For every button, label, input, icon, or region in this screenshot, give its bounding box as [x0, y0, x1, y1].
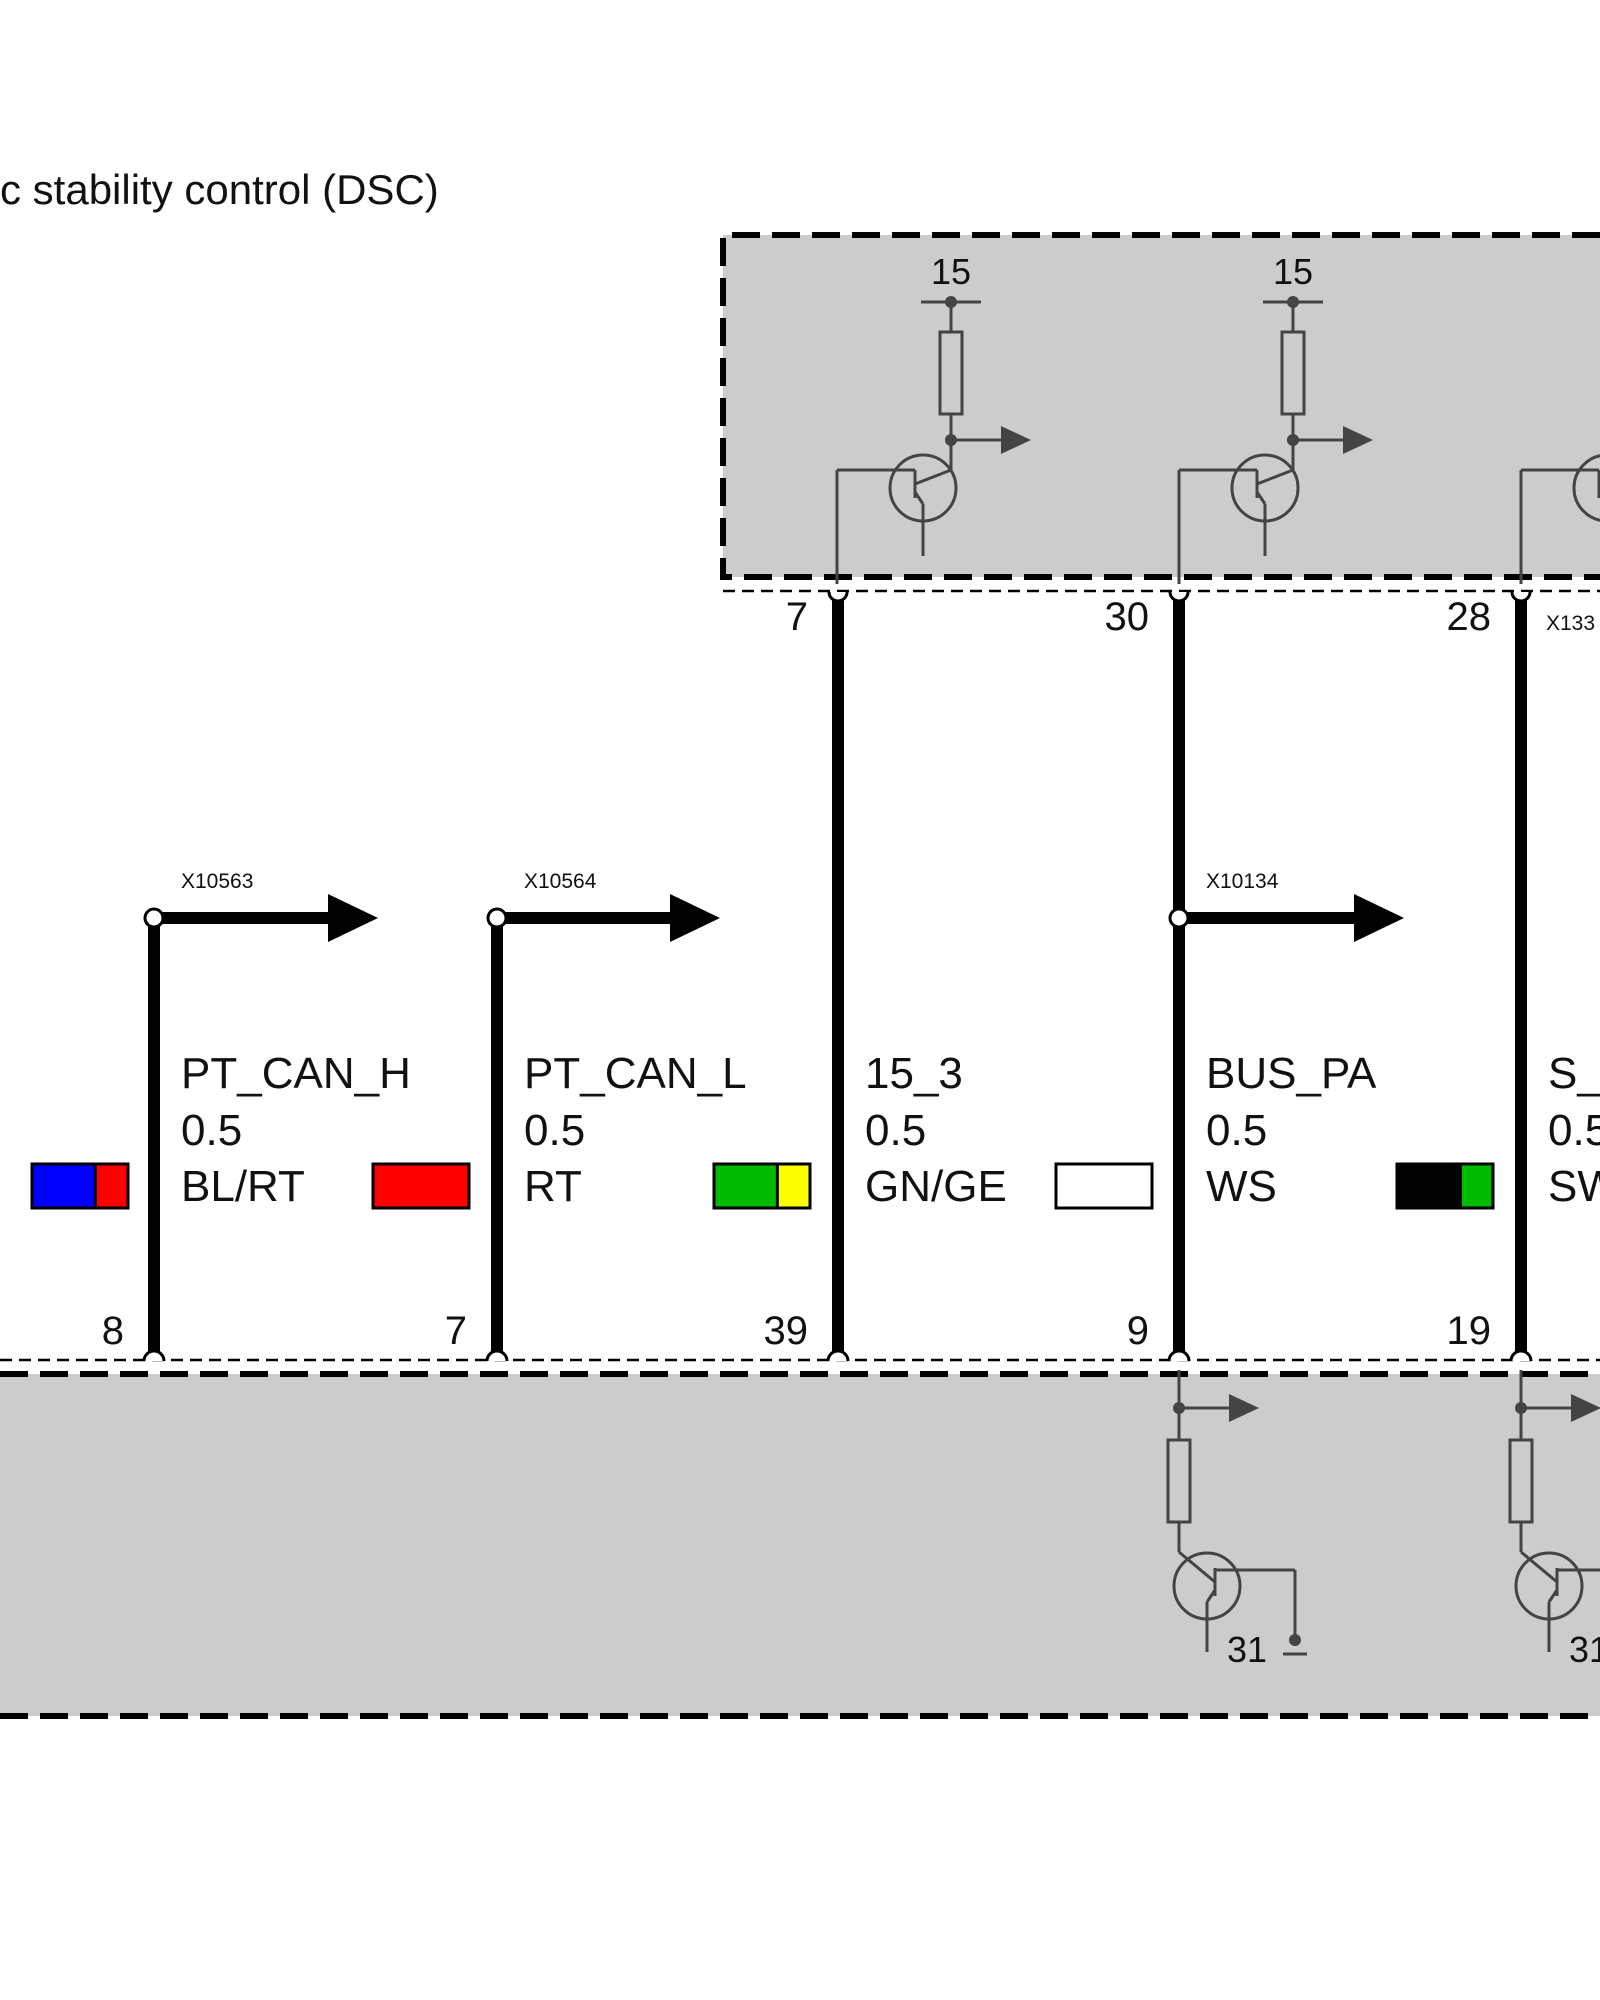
connector-arrow	[1354, 894, 1404, 942]
connector-node	[143, 907, 165, 929]
top-pin-number: 28	[1447, 595, 1492, 639]
bottom-pin-number: 39	[764, 1309, 809, 1353]
signal-arrow	[1343, 426, 1373, 454]
connector-node	[1168, 907, 1190, 929]
bottom-driver-stages: 31 31	[1166, 1370, 1600, 1670]
bottom-transistor-stage: 31	[1508, 1370, 1600, 1670]
wire-5: 28 19 S_ 0.5SW	[1395, 591, 1600, 1362]
wire-cross-section: 0.5	[865, 1106, 926, 1155]
wire-signal-name: S_	[1548, 1049, 1600, 1098]
connector-arrow	[328, 894, 378, 942]
wire-signal-name: PT_CAN_L	[524, 1049, 747, 1098]
wire-color-code: WS	[1206, 1162, 1277, 1211]
wire-group: 8X10563PT_CAN_H0.5BL/RT7X10564PT_CAN_L0.…	[30, 591, 1600, 1362]
bottom-control-module	[0, 1358, 1600, 1719]
top-pin-terminal	[1168, 591, 1190, 603]
wire-signal-name: BUS_PA	[1206, 1049, 1377, 1098]
bottom-pin-number: 8	[102, 1309, 124, 1353]
ground-label: 31	[1569, 1629, 1600, 1670]
top-pin-terminal	[827, 591, 849, 603]
transistor	[1572, 454, 1600, 522]
wire-color-code: RT	[524, 1162, 582, 1211]
top-control-module	[720, 232, 1600, 593]
connector-node	[486, 907, 508, 929]
wire-cross-section: 0.5	[524, 1106, 585, 1155]
bottom-pin-terminal	[826, 1349, 850, 1362]
wire-signal-name: PT_CAN_H	[181, 1049, 411, 1098]
top-connector-label: X133	[1546, 612, 1595, 635]
signal-arrow	[1571, 1394, 1600, 1422]
wire-color-code: SW	[1548, 1162, 1600, 1211]
wire-color-swatch	[1054, 1162, 1154, 1210]
signal-arrow	[1001, 426, 1031, 454]
bottom-pin-terminal	[485, 1349, 509, 1362]
bottom-pin-number: 9	[1127, 1309, 1149, 1353]
wire-cross-section: 0.5	[181, 1106, 242, 1155]
page-title: c stability control (DSC)	[0, 166, 439, 213]
top-transistor-stage: 15	[1177, 251, 1373, 584]
wire-color-swatch	[30, 1162, 130, 1210]
ground-label: 31	[1227, 1629, 1267, 1670]
wire-3: 7 39 15_3 0.5GN/GE	[712, 591, 1007, 1362]
supply-label: 15	[931, 251, 971, 292]
wire-color-swatch	[712, 1162, 812, 1210]
connector-label: X10563	[181, 870, 253, 893]
wire-signal-name: 15_3	[865, 1049, 963, 1098]
connector-label: X10134	[1206, 870, 1279, 893]
wire-color-code: BL/RT	[181, 1162, 305, 1211]
connector-arrow	[670, 894, 720, 942]
wire-cross-section: 0.5	[1548, 1106, 1600, 1155]
connector-label: X10564	[524, 870, 597, 893]
top-pin-number: 30	[1105, 595, 1150, 639]
bottom-transistor-stage: 31	[1166, 1370, 1307, 1670]
top-transistor-stage: 15	[835, 251, 1031, 584]
top-pin-terminal	[1510, 591, 1532, 603]
top-transistor-stage	[1519, 454, 1600, 584]
top-pin-number: 7	[786, 595, 808, 639]
wire-color-swatch	[1395, 1162, 1495, 1210]
bottom-pin-terminal	[1509, 1349, 1533, 1362]
wire-cross-section: 0.5	[1206, 1106, 1267, 1155]
bottom-pin-number: 7	[445, 1309, 467, 1353]
wire-color-code: GN/GE	[865, 1162, 1007, 1211]
bottom-pin-terminal	[142, 1349, 166, 1362]
wire-color-swatch	[371, 1162, 471, 1210]
signal-arrow	[1229, 1394, 1259, 1422]
supply-label: 15	[1273, 251, 1313, 292]
bottom-pin-number: 19	[1447, 1309, 1492, 1353]
bottom-pin-terminal	[1167, 1349, 1191, 1362]
